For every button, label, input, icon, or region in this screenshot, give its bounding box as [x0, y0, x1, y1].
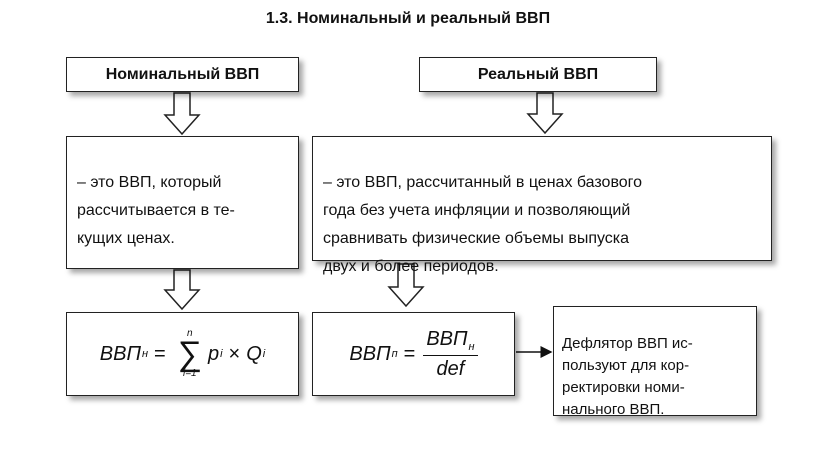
real-gdp-header: Реальный ВВП — [419, 57, 657, 92]
real-formula-lhs: ВВП — [349, 342, 391, 365]
arrow-nominal-header-to-desc — [163, 92, 201, 136]
fraction-numerator: ВВПн — [423, 327, 478, 356]
real-gdp-definition: – это ВВП, рассчитанный в ценах базового… — [312, 136, 772, 275]
numerator-subscript: н — [468, 340, 475, 353]
summation: n ∑ i=1 — [178, 329, 202, 379]
summation-sign: ∑ — [177, 335, 202, 373]
numerator-text: ВВП — [426, 327, 468, 350]
real-formula-equals: = — [403, 342, 416, 365]
real-gdp-header-label: Реальный ВВП — [477, 65, 599, 83]
formula-price-subscript: i — [220, 348, 223, 360]
fraction: ВВПн def — [423, 327, 478, 381]
formula-lhs-subscript: н — [141, 348, 148, 360]
formula-quantity: Q — [246, 342, 262, 365]
nominal-gdp-header: Номинальный ВВП — [66, 57, 299, 92]
arrow-real-header-to-desc — [526, 92, 564, 135]
formula-lhs: ВВП — [99, 342, 141, 365]
formula-quantity-subscript: i — [262, 348, 266, 360]
summation-upper-limit: n — [187, 328, 193, 339]
deflator-note-text: Дефлятор ВВП ис- пользуют для кор- ректи… — [562, 335, 693, 418]
fraction-denominator: def — [436, 357, 465, 380]
deflator-note: Дефлятор ВВП ис- пользуют для кор- ректи… — [553, 306, 757, 418]
summation-lower-limit: i=1 — [183, 368, 197, 379]
real-formula-lhs-subscript: п — [391, 348, 398, 360]
formula-price: p — [207, 342, 220, 365]
nominal-gdp-definition: – это ВВП, который рассчитывается в те- … — [66, 136, 299, 269]
nominal-gdp-definition-text: – это ВВП, который рассчитывается в те- … — [77, 174, 235, 247]
nominal-gdp-header-label: Номинальный ВВП — [105, 65, 260, 83]
page-title: 1.3. Номинальный и реальный ВВП — [265, 10, 551, 27]
formula-times: × — [228, 342, 241, 365]
arrow-real-desc-to-formula — [387, 263, 425, 308]
arrow-nominal-desc-to-formula — [163, 269, 201, 311]
real-gdp-definition-text: – это ВВП, рассчитанный в ценах базового… — [323, 174, 643, 275]
formula-equals: = — [154, 342, 166, 365]
